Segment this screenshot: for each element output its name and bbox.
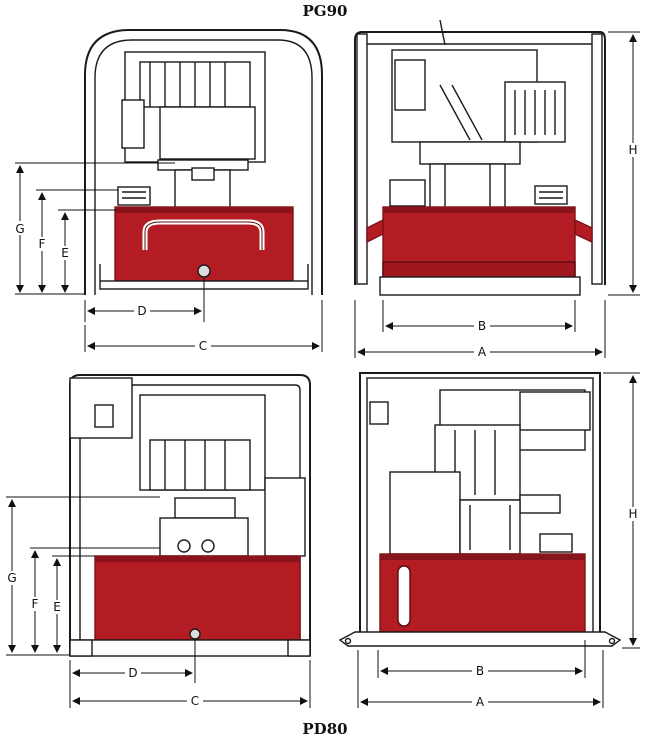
pg90-label-c: C	[199, 339, 207, 353]
pd80-front-view	[69, 374, 311, 657]
pd80-drain	[189, 628, 201, 640]
pd80-label-c: C	[191, 694, 199, 708]
pg90-drain	[197, 264, 211, 278]
pd80-side-view	[338, 372, 622, 647]
pg90-title: PG90	[302, 2, 348, 20]
pd80-side-tank	[379, 553, 586, 633]
pg90-front-view	[84, 29, 323, 295]
pd80-label-h: H	[628, 507, 637, 521]
pd80-label-d: D	[128, 666, 137, 680]
pd80-title: PD80	[302, 720, 348, 738]
pg90-label-d: D	[137, 304, 146, 318]
pg90-side-view	[354, 19, 606, 296]
pg90-label-h: H	[628, 143, 637, 157]
pd80-label-g: G	[7, 571, 16, 585]
pg90-label-g: G	[15, 222, 24, 236]
pg90-label-f: F	[39, 237, 46, 251]
pg90-filler-cap	[117, 186, 151, 206]
pg90-label-a: A	[478, 345, 487, 359]
pd80-label-e: E	[53, 600, 61, 614]
pg90-label-e: E	[61, 246, 69, 260]
pg90-front-frame	[84, 29, 323, 295]
pd80-label-a: A	[476, 695, 485, 709]
pg90-label-b: B	[478, 319, 486, 333]
pd80-label-b: B	[476, 664, 484, 678]
pd80-label-f: F	[32, 597, 39, 611]
pd80-tank	[94, 555, 301, 641]
pg90-side-frame	[354, 31, 606, 285]
